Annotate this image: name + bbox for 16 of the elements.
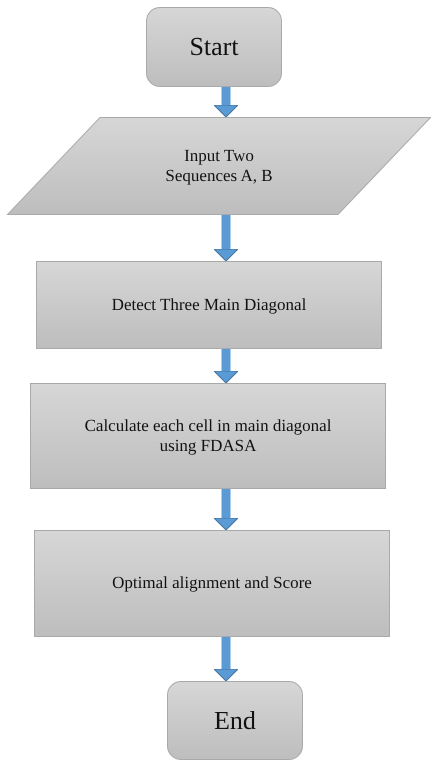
process-box xyxy=(36,261,382,349)
terminal-box xyxy=(167,681,303,760)
node-text: Input Two Sequences A, B xyxy=(164,146,274,186)
node-text: Calculate each cell in main diagonal using FDASA xyxy=(84,416,332,456)
block-arrow xyxy=(214,87,238,118)
process-box xyxy=(34,530,390,637)
block-arrow xyxy=(214,637,238,682)
terminal-box xyxy=(146,7,282,87)
process-box xyxy=(30,383,386,489)
node-text: End xyxy=(214,704,256,736)
block-arrow xyxy=(214,489,238,530)
node-text: Optimal alignment and Score xyxy=(112,573,312,594)
node-text: Start xyxy=(189,31,239,63)
node-text: Detect Three Main Diagonal xyxy=(112,294,306,316)
block-arrow xyxy=(214,215,238,262)
block-arrow xyxy=(214,349,238,384)
